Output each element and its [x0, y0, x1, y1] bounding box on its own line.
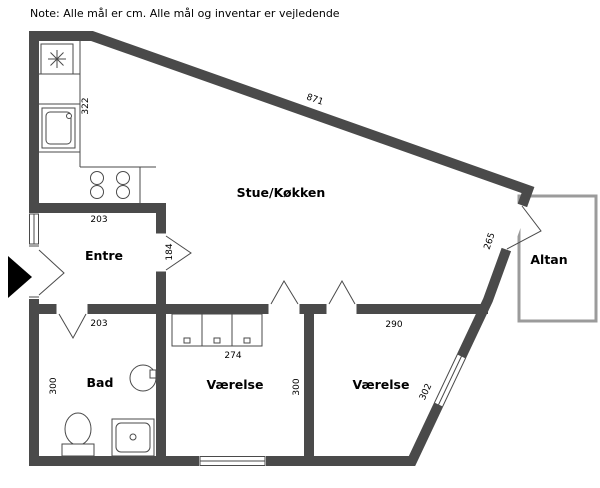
bad-door-leaf [58, 313, 87, 340]
door-jamb [501, 247, 512, 253]
entrance-door-gap [28, 245, 40, 299]
outer-walls [29, 31, 535, 466]
dim-300-bad: 300 [49, 377, 59, 394]
entrance-door-leaf [38, 249, 65, 296]
kitchen-sink-basin [45, 111, 72, 145]
labels: Note: Alle mål er cm. Alle mål og invent… [30, 7, 568, 402]
window [199, 456, 266, 466]
window [29, 213, 39, 245]
wardrobe-handle [243, 337, 251, 344]
wardrobe-handle [213, 337, 221, 344]
interior-walls [29, 203, 488, 466]
wardrobe [171, 313, 263, 347]
shower-drain-icon [129, 433, 137, 441]
kitchen-fixtures [39, 41, 156, 203]
stove-burners [90, 171, 130, 199]
room-label-vaerelse-2: Værelse [353, 377, 410, 392]
bathroom-fixtures [61, 364, 157, 457]
dim-274: 274 [224, 351, 241, 361]
dim-290: 290 [385, 320, 402, 330]
room-label-bad: Bad [87, 375, 114, 390]
vaerelse1-door-leaf [270, 280, 299, 305]
doors [29, 202, 542, 340]
dim-302: 302 [418, 382, 434, 402]
windows [29, 213, 467, 466]
room-label-entre: Entre [85, 248, 123, 263]
star-symbol-icon [48, 50, 66, 68]
faucet-icon [66, 113, 72, 119]
note-text: Note: Alle mål er cm. Alle mål og invent… [30, 7, 340, 20]
window [433, 353, 467, 408]
balcony-door-gap [500, 203, 529, 252]
wardrobe-handle [183, 337, 191, 344]
balcony [517, 194, 598, 323]
entre-opening-leaf [165, 235, 192, 271]
toilet-cistern [61, 443, 95, 457]
room-label-vaerelse-1: Værelse [207, 377, 264, 392]
room-label-altan: Altan [530, 252, 567, 267]
bathroom-tap [149, 369, 157, 379]
door-jamb [517, 202, 528, 208]
dim-203-bad: 203 [90, 319, 107, 329]
dim-265: 265 [483, 232, 498, 252]
dim-322: 322 [81, 97, 91, 114]
toilet-bowl [64, 412, 92, 446]
dim-184: 184 [165, 243, 175, 260]
balcony-door-leaf [506, 205, 542, 250]
wall-openings [28, 203, 529, 467]
dim-871: 871 [305, 93, 325, 108]
vaerelse2-door-leaf [328, 279, 356, 305]
balcony-outline [517, 194, 598, 323]
dim-203-entre: 203 [90, 215, 107, 225]
room-label-stue-kokken: Stue/Køkken [237, 185, 326, 200]
dim-300-vaerelse: 300 [292, 378, 302, 395]
entrance-arrow-icon [8, 256, 32, 298]
